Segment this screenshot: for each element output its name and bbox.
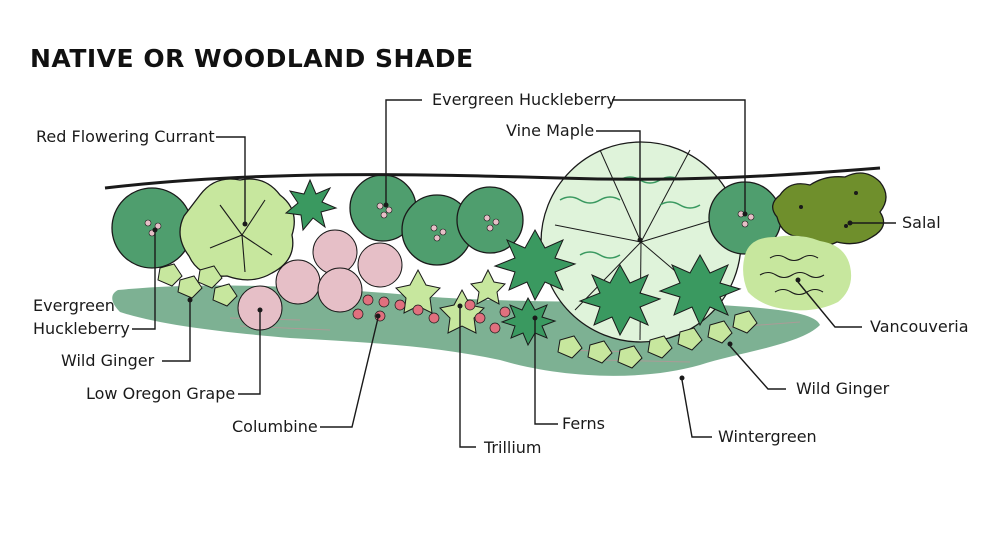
label-wild-ginger-right: Wild Ginger — [796, 379, 890, 398]
wild-ginger-right-leaves — [557, 310, 758, 369]
ferns — [493, 228, 742, 347]
fern-top — [284, 178, 338, 232]
label-red-flowering-currant: Red Flowering Currant — [36, 127, 215, 146]
bed-edge-line — [104, 166, 881, 190]
currant-branches — [209, 199, 273, 273]
wild-ginger-left-leaves — [157, 263, 238, 307]
label-trillium: Trillium — [484, 438, 542, 457]
red-flowering-currant — [179, 178, 295, 281]
label-low-oregon-grape: Low Oregon Grape — [86, 384, 236, 403]
label-evergreen-huckleberry-top: Evergreen Huckleberry — [432, 90, 616, 109]
vine-maple-waves — [559, 176, 701, 259]
label-salal: Salal — [902, 213, 941, 232]
label-evergreen-huckleberry-left-line1: Evergreen — [33, 296, 115, 315]
salal-shrub — [772, 172, 887, 247]
label-wintergreen: Wintergreen — [718, 427, 817, 446]
leader-arrowheads — [152, 202, 853, 381]
label-vine-maple: Vine Maple — [506, 121, 595, 140]
label-ferns: Ferns — [562, 414, 605, 433]
diagram-title: NATIVE OR WOODLAND SHADE — [30, 44, 474, 73]
columbine-red-berries — [352, 294, 511, 334]
planting-bed — [104, 141, 887, 376]
vancouveria-waves — [759, 254, 825, 296]
label-wild-ginger-left: Wild Ginger — [61, 351, 155, 370]
label-evergreen-huckleberry-left-line2: Huckleberry — [33, 319, 130, 338]
leader-lines — [132, 99, 896, 448]
label-vancouveria: Vancouveria — [870, 317, 969, 336]
evergreen-huckleberry-top — [349, 174, 524, 266]
label-columbine: Columbine — [232, 417, 318, 436]
